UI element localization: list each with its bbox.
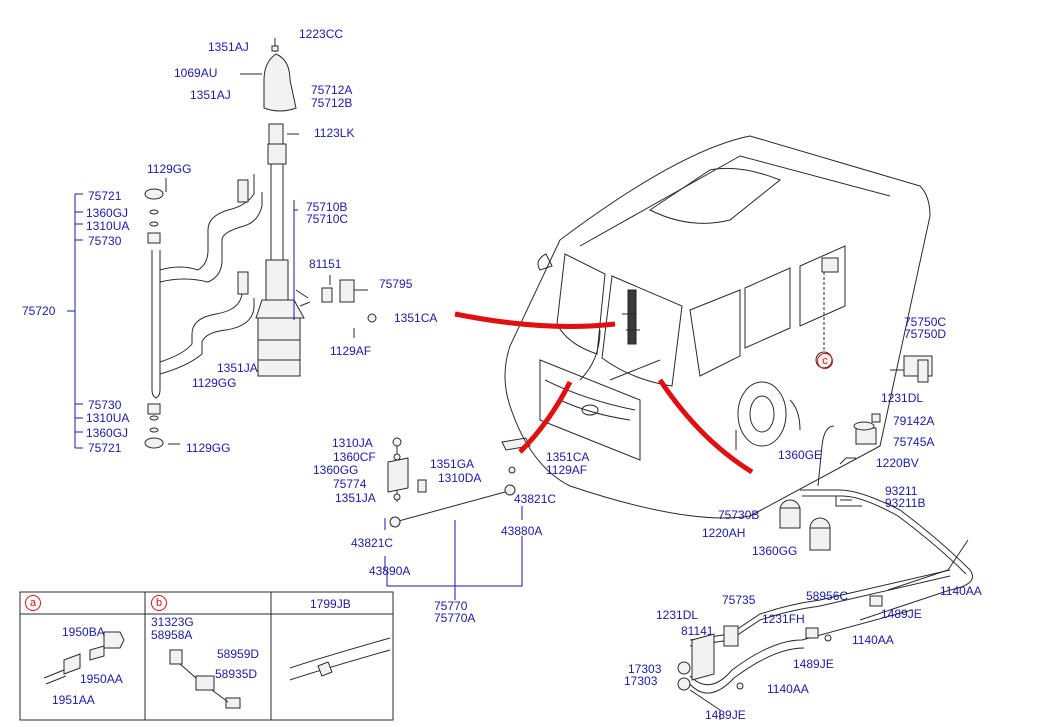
callout-arrows (454, 311, 754, 475)
part-label: 1231FH (762, 612, 805, 626)
part-label: 1950BA (62, 625, 105, 639)
part-label: 1351AJ (190, 88, 231, 102)
lower-bracket-assembly (677, 569, 951, 720)
part-label: 75795 (379, 277, 413, 291)
part-label: 93211 (885, 484, 918, 498)
part-label: 75712B (311, 96, 353, 110)
part-label: 1310DA (438, 471, 482, 485)
part-label: 75730B (718, 508, 760, 522)
part-label: 58935D (215, 667, 258, 681)
part-label: 1231DL (656, 608, 699, 622)
part-label: 1129GG (147, 162, 192, 176)
leader-lines-middle (384, 506, 523, 600)
part-label: 75710B (306, 200, 348, 214)
part-label: 1489JE (793, 657, 834, 671)
part-label: 1489JE (881, 607, 922, 621)
leader-lines-left (67, 193, 298, 449)
detail-c-header: 1799JB (310, 597, 351, 611)
part-label: 1351CA (546, 450, 590, 464)
part-label: 43821C (351, 536, 394, 550)
part-label: 1351GA (430, 457, 475, 471)
detail-b-marker: b (151, 595, 167, 611)
detail-a-marker: a (25, 595, 41, 611)
part-label: 81151 (309, 257, 342, 271)
part-label: 1360GJ (86, 206, 129, 220)
part-label: 75720 (22, 304, 56, 318)
part-label: 75721 (88, 441, 122, 455)
part-label: 75730 (88, 398, 122, 412)
part-label: 1310JA (332, 436, 373, 450)
part-label: 1360CF (333, 450, 376, 464)
part-label: 75750D (904, 327, 947, 341)
part-label: 75770A (434, 611, 476, 625)
bracket-parts (321, 275, 377, 338)
part-label: 1069AU (174, 66, 218, 80)
part-label: 17303 (628, 662, 662, 676)
steering-column-assembly (240, 38, 311, 377)
part-label: 1951AA (52, 693, 95, 707)
part-label: 75712A (311, 83, 353, 97)
part-label: 1140AA (940, 584, 982, 598)
part-label: 43821C (514, 492, 557, 506)
part-label: 31323G (151, 615, 194, 629)
part-label: 75770 (434, 599, 468, 613)
part-label: 1351JA (217, 361, 258, 375)
part-label: 81141 (681, 624, 714, 638)
part-label: 58959D (217, 647, 260, 661)
part-label: 1351AJ (208, 40, 249, 54)
part-label: 58958A (151, 628, 193, 642)
part-label: 43890A (369, 564, 411, 578)
part-label: 1123LK (314, 126, 355, 140)
part-label: 75774 (333, 477, 367, 491)
part-label: 1489JE (705, 708, 746, 722)
part-label: 1310UA (86, 219, 130, 233)
part-label: 75750C (904, 315, 947, 329)
part-label: 1351CA (394, 311, 438, 325)
part-label: 1129AF (546, 463, 588, 477)
part-label: 1220BV (876, 456, 919, 470)
part-label: 17303 (624, 674, 658, 688)
part-label: 1310UA (86, 411, 130, 425)
part-label: 75721 (88, 189, 122, 203)
part-label: 1360GG (313, 463, 359, 477)
part-label: 1360GE (778, 448, 823, 462)
part-label: 1360GJ (86, 426, 129, 440)
part-label: 93211B (885, 496, 926, 510)
part-label: 1129GG (192, 376, 237, 390)
part-label: 1360GG (752, 544, 798, 558)
detail-table (19, 591, 394, 721)
part-label: 1129AF (330, 344, 372, 358)
part-label: 75730 (88, 234, 122, 248)
part-label: 1140AA (767, 682, 809, 696)
part-label: 1220AH (702, 526, 746, 540)
part-label: 75710C (306, 212, 349, 226)
part-label: 1129GG (186, 441, 231, 455)
part-label: 75745A (893, 435, 935, 449)
part-label: 1351JA (335, 491, 376, 505)
part-label: 79142A (893, 414, 935, 428)
part-label: 58956C (806, 589, 849, 603)
right-components (779, 355, 973, 621)
part-label: 43880A (501, 524, 543, 538)
part-label: 1950AA (80, 672, 123, 686)
part-label: 75735 (722, 593, 756, 607)
part-label: 1231DL (881, 391, 924, 405)
callout-c-marker: c (817, 353, 833, 369)
hose-tube-assembly (144, 174, 263, 449)
part-label: 1140AA (852, 633, 894, 647)
part-label: 1223CC (299, 27, 344, 41)
